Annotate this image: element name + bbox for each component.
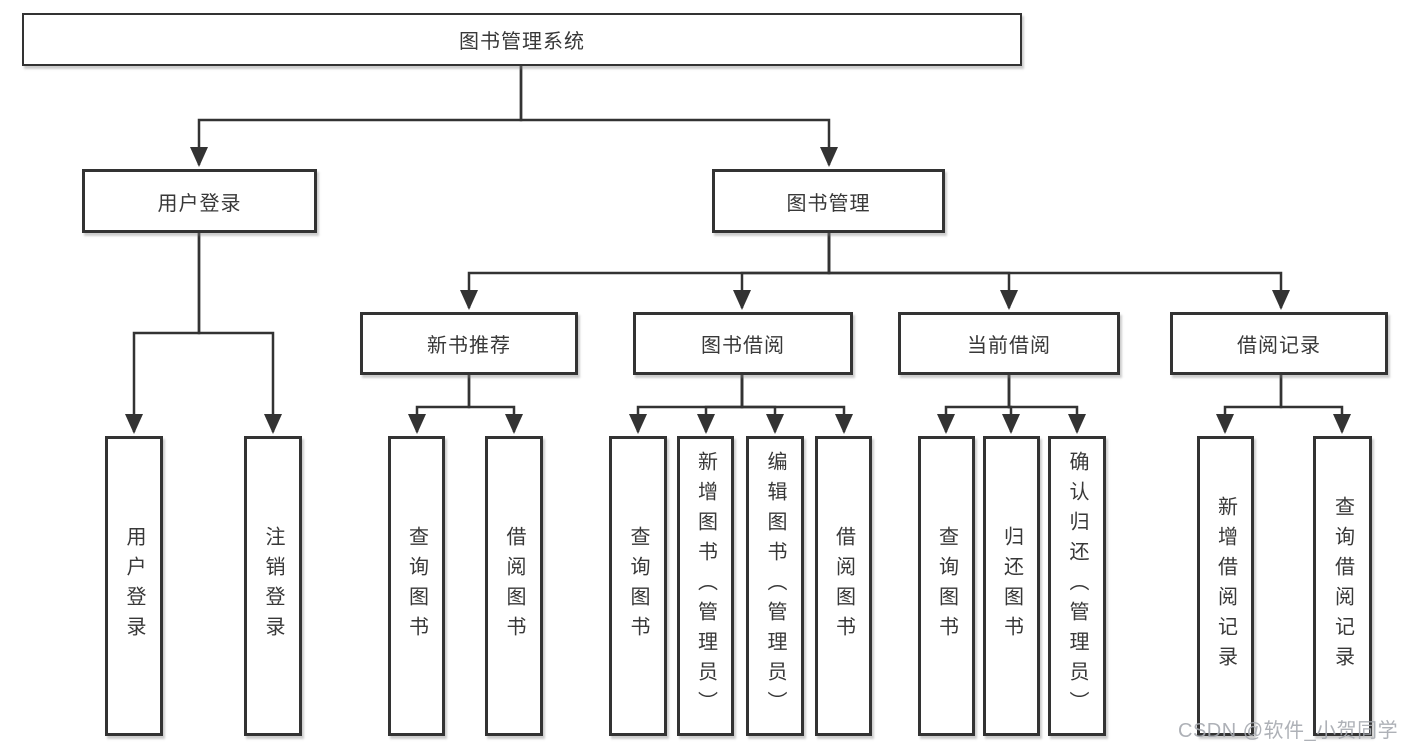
node-borrowing-records-label: 借阅记录 xyxy=(1237,335,1321,357)
leaf-logout: 注销登录 xyxy=(244,436,302,736)
leaf-confirm-return-admin-label: 确认归还（管理员） xyxy=(1066,451,1088,721)
node-book-management: 图书管理 xyxy=(712,169,945,233)
connector-records-leaf1 xyxy=(1216,375,1283,434)
connector-mgmt-newbook xyxy=(460,233,831,310)
leaf-return-books: 归还图书 xyxy=(983,436,1040,736)
leaf-query-books-2: 查询图书 xyxy=(609,436,667,736)
leaf-add-book-admin: 新增图书（管理员） xyxy=(677,436,734,736)
leaf-borrow-books-1-label: 借阅图书 xyxy=(503,526,525,646)
node-book-management-label: 图书管理 xyxy=(786,192,871,215)
node-user-login: 用户登录 xyxy=(82,169,317,233)
connector-borrowing-leaf1 xyxy=(629,375,744,434)
leaf-user-login-label: 用户登录 xyxy=(123,526,145,646)
node-user-login-label: 用户登录 xyxy=(157,192,242,215)
leaf-add-borrow-record-label: 新增借阅记录 xyxy=(1214,496,1237,676)
connector-newbook-leaf1 xyxy=(408,375,471,434)
connector-root-user-login xyxy=(190,66,523,167)
node-current-borrowing-label: 当前借阅 xyxy=(967,335,1051,357)
leaf-query-borrow-record: 查询借阅记录 xyxy=(1313,436,1372,736)
leaf-edit-book-admin: 编辑图书（管理员） xyxy=(746,436,804,736)
leaf-query-books-2-label: 查询图书 xyxy=(627,526,649,646)
leaf-user-login: 用户登录 xyxy=(105,436,163,736)
leaf-borrow-books-2: 借阅图书 xyxy=(815,436,872,736)
connector-mgmt-records xyxy=(827,233,1290,310)
leaf-add-book-admin-label: 新增图书（管理员） xyxy=(694,451,717,721)
csdn-watermark: CSDN @软件_小贺同学 xyxy=(1178,720,1399,742)
leaf-borrow-books-1: 借阅图书 xyxy=(485,436,543,736)
connector-login-leaf1 xyxy=(125,233,201,434)
connector-borrowing-leaf4 xyxy=(740,375,853,434)
connector-login-leaf2 xyxy=(197,233,282,434)
node-new-book-recommendation-label: 新书推荐 xyxy=(427,335,511,357)
connector-root-book-management xyxy=(519,66,838,167)
connector-borrowing-leaf3 xyxy=(740,375,784,434)
node-book-borrowing: 图书借阅 xyxy=(633,312,853,375)
connector-current-leaf3 xyxy=(1007,375,1086,434)
connector-records-leaf2 xyxy=(1279,375,1351,434)
node-borrowing-records: 借阅记录 xyxy=(1170,312,1388,375)
connector-newbook-leaf2 xyxy=(467,375,523,434)
leaf-query-borrow-record-label: 查询借阅记录 xyxy=(1331,496,1354,676)
node-root-label: 图书管理系统 xyxy=(459,31,585,53)
node-book-borrowing-label: 图书借阅 xyxy=(701,335,785,357)
leaf-query-books-1-label: 查询图书 xyxy=(405,526,428,646)
leaf-add-borrow-record: 新增借阅记录 xyxy=(1197,436,1254,736)
leaf-logout-label: 注销登录 xyxy=(262,526,284,646)
leaf-query-books-3: 查询图书 xyxy=(918,436,975,736)
connector-borrowing-leaf2 xyxy=(697,375,744,434)
connector-mgmt-current xyxy=(827,233,1018,310)
leaf-return-books-label: 归还图书 xyxy=(1000,526,1023,646)
node-new-book-recommendation: 新书推荐 xyxy=(360,312,578,375)
leaf-query-books-3-label: 查询图书 xyxy=(935,526,958,646)
node-root: 图书管理系统 xyxy=(22,13,1022,66)
leaf-query-books-1: 查询图书 xyxy=(388,436,445,736)
node-current-borrowing: 当前借阅 xyxy=(898,312,1120,375)
leaf-confirm-return-admin: 确认归还（管理员） xyxy=(1048,436,1106,736)
leaf-edit-book-admin-label: 编辑图书（管理员） xyxy=(764,451,786,721)
connector-mgmt-borrowing xyxy=(733,233,831,310)
connector-current-leaf1 xyxy=(937,375,1011,434)
leaf-borrow-books-2-label: 借阅图书 xyxy=(832,526,855,646)
